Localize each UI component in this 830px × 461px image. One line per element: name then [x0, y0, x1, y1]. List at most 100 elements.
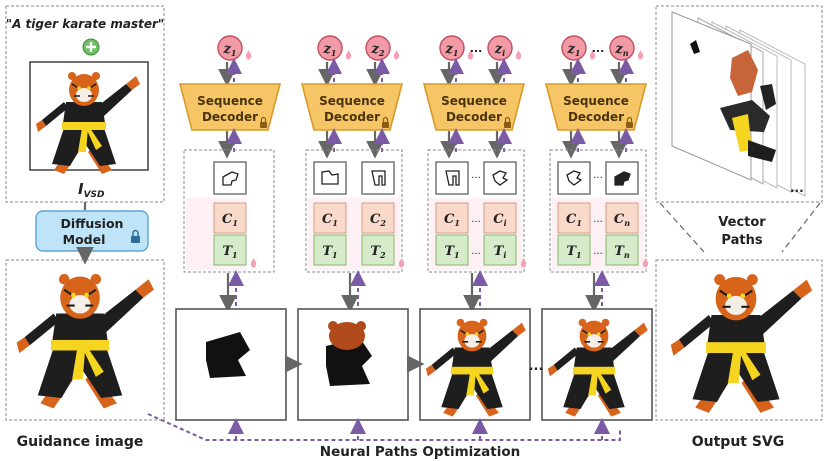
color-param-cell — [213, 202, 247, 234]
path-glyph — [492, 170, 509, 186]
color-param-cell — [435, 202, 469, 234]
stage-ellipsis: ... — [471, 246, 481, 257]
fire-icon — [637, 50, 644, 60]
layers-ellipsis: ... — [790, 181, 804, 195]
transform-param-label: T2 — [370, 244, 386, 260]
path-glyph — [445, 170, 460, 186]
guidance-label: Guidance image — [17, 434, 144, 450]
fire-icon — [245, 50, 252, 60]
path-glyph — [566, 170, 583, 186]
transform-param-label: T1 — [566, 244, 581, 260]
fire-icon — [642, 258, 649, 268]
transform-param-label: T1 — [322, 244, 337, 260]
latent-z-label: z1 — [323, 42, 337, 58]
stage-ellipsis: ... — [593, 246, 603, 257]
transform-param-label: Tn — [614, 244, 630, 260]
color-param-label: C1 — [322, 212, 338, 228]
decoder-line2: Decoder — [324, 110, 380, 124]
color-param-label: C1 — [222, 212, 238, 228]
render-ellipsis: ... — [529, 359, 544, 374]
decoder-line1: Sequence — [441, 94, 507, 108]
path-glyph-box — [361, 161, 395, 195]
lock-icon — [504, 116, 511, 128]
z-ellipsis: ... — [470, 42, 483, 55]
guidance-image-panel — [5, 259, 165, 421]
fire-icon — [515, 50, 522, 60]
color-param-label: C2 — [370, 212, 386, 228]
color-param-label: Cn — [614, 212, 630, 228]
decoder-line1: Sequence — [197, 94, 263, 108]
path-glyph — [614, 171, 631, 186]
vector-paths-line1: Vector — [718, 215, 766, 230]
color-param-cell — [557, 202, 591, 234]
latent-z-label: zn — [614, 42, 628, 58]
path-glyph-box — [557, 161, 591, 195]
output-label: Output SVG — [692, 434, 785, 450]
transform-param-label: T1 — [222, 244, 237, 260]
color-param-label: Ci — [493, 212, 506, 228]
path-glyph — [321, 170, 339, 185]
prompt-text: "A tiger karate master" — [6, 17, 164, 31]
sequence-decoder-box — [422, 83, 526, 131]
fire-icon — [345, 50, 352, 60]
latent-z-label: zi — [494, 42, 505, 58]
fire-icon — [589, 50, 596, 60]
fire-icon — [250, 258, 257, 268]
lock-icon — [382, 116, 389, 128]
path-glyph-box — [213, 161, 247, 195]
guidance-tiger-figure — [15, 272, 155, 410]
vector-paths-panel — [655, 5, 823, 203]
latent-z-label: z1 — [223, 42, 237, 58]
transform-param-cell — [483, 234, 517, 266]
output-tiger-figure — [669, 273, 814, 414]
transform-param-cell — [361, 234, 395, 266]
stage-ellipsis: ... — [471, 214, 481, 225]
lock-icon — [131, 229, 140, 243]
color-param-label: C1 — [444, 212, 460, 228]
path-glyph-box — [313, 161, 347, 195]
render-2-head — [329, 322, 365, 350]
color-param-label: C1 — [566, 212, 582, 228]
vector-layers-stack — [671, 11, 806, 197]
plus-icon — [82, 38, 100, 56]
sequence-decoder-box — [300, 83, 404, 131]
decoder-line1: Sequence — [563, 94, 629, 108]
transform-param-cell — [605, 234, 639, 266]
color-param-cell — [361, 202, 395, 234]
path-glyph — [222, 171, 239, 186]
diffusion-line1: Diffusion — [61, 216, 124, 231]
zoom-line-left — [659, 202, 705, 253]
fire-icon — [520, 258, 527, 268]
vector-paths-line2: Paths — [721, 233, 762, 248]
transform-param-cell — [557, 234, 591, 266]
path-glyph-box — [483, 161, 517, 195]
latent-z-label: z1 — [445, 42, 459, 58]
optimization-loop-line — [147, 413, 621, 441]
stage-ellipsis: ... — [593, 214, 603, 225]
latent-z-label: z2 — [371, 42, 385, 58]
decoder-line2: Decoder — [202, 110, 258, 124]
path-glyph — [371, 170, 386, 186]
fire-icon — [398, 258, 405, 268]
decoder-line1: Sequence — [319, 94, 385, 108]
transform-param-cell — [435, 234, 469, 266]
transform-param-label: Ti — [494, 244, 507, 260]
lock-icon — [626, 116, 633, 128]
decoder-line2: Decoder — [568, 110, 624, 124]
path-glyph-box — [435, 161, 469, 195]
render-2-body — [326, 338, 372, 386]
transform-param-cell — [313, 234, 347, 266]
zoom-line-right — [781, 202, 821, 253]
fire-icon — [467, 50, 474, 60]
latent-z-label: z1 — [567, 42, 581, 58]
color-param-cell — [483, 202, 517, 234]
stage-ellipsis: ... — [593, 170, 603, 181]
color-param-cell — [313, 202, 347, 234]
ivsd-label: IVSD — [78, 180, 105, 200]
diffusion-line2: Model — [63, 232, 106, 247]
